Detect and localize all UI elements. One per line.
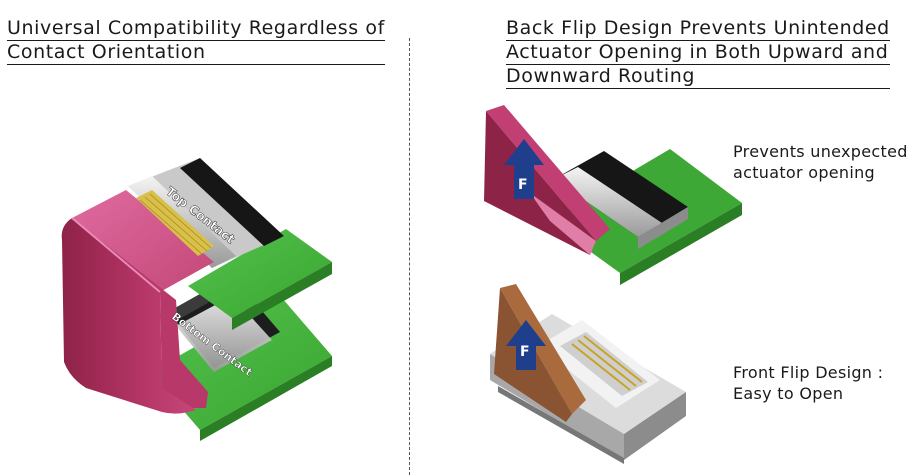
universal-compatibility-illustration: Top Contact Bottom Contact (61, 158, 332, 441)
back-flip-up-arrow: F (504, 139, 544, 199)
back-flip-illustration: F (484, 105, 742, 285)
fpc-cable (61, 190, 214, 414)
front-flip-caption: Front Flip Design : Easy to Open (733, 362, 883, 404)
back-flip-actuator (484, 105, 610, 255)
back-flip-caption-line-2: actuator opening (733, 163, 876, 182)
front-flip-illustration: F (490, 284, 686, 464)
gold-contacts (136, 190, 214, 256)
right-heading-line-1: Back Flip Design Prevents Unintended (506, 17, 890, 41)
back-flip-arrow-letter: F (518, 177, 528, 193)
right-panel-heading: Back Flip Design Prevents Unintended Act… (506, 17, 890, 89)
front-flip-contacts (571, 335, 643, 391)
left-panel-heading: Universal Compatibility Regardless of Co… (7, 17, 385, 65)
right-heading-line-2: Actuator Opening in Both Upward and (506, 41, 890, 65)
front-flip-arrow-letter: F (520, 344, 530, 360)
front-flip-up-arrow: F (506, 320, 546, 370)
top-circuit-board (188, 229, 332, 330)
front-flip-caption-line-2: Easy to Open (733, 384, 844, 403)
back-flip-connector (554, 151, 688, 249)
left-heading-line-1: Universal Compatibility Regardless of (7, 17, 385, 41)
left-heading-line-2: Contact Orientation (7, 41, 385, 65)
back-flip-caption: Prevents unexpected actuator opening (733, 141, 908, 183)
front-flip-caption-line-1: Front Flip Design : (733, 363, 884, 382)
back-flip-caption-line-1: Prevents unexpected (733, 142, 908, 161)
panel-divider (409, 38, 410, 475)
right-heading-line-3: Downward Routing (506, 65, 890, 89)
